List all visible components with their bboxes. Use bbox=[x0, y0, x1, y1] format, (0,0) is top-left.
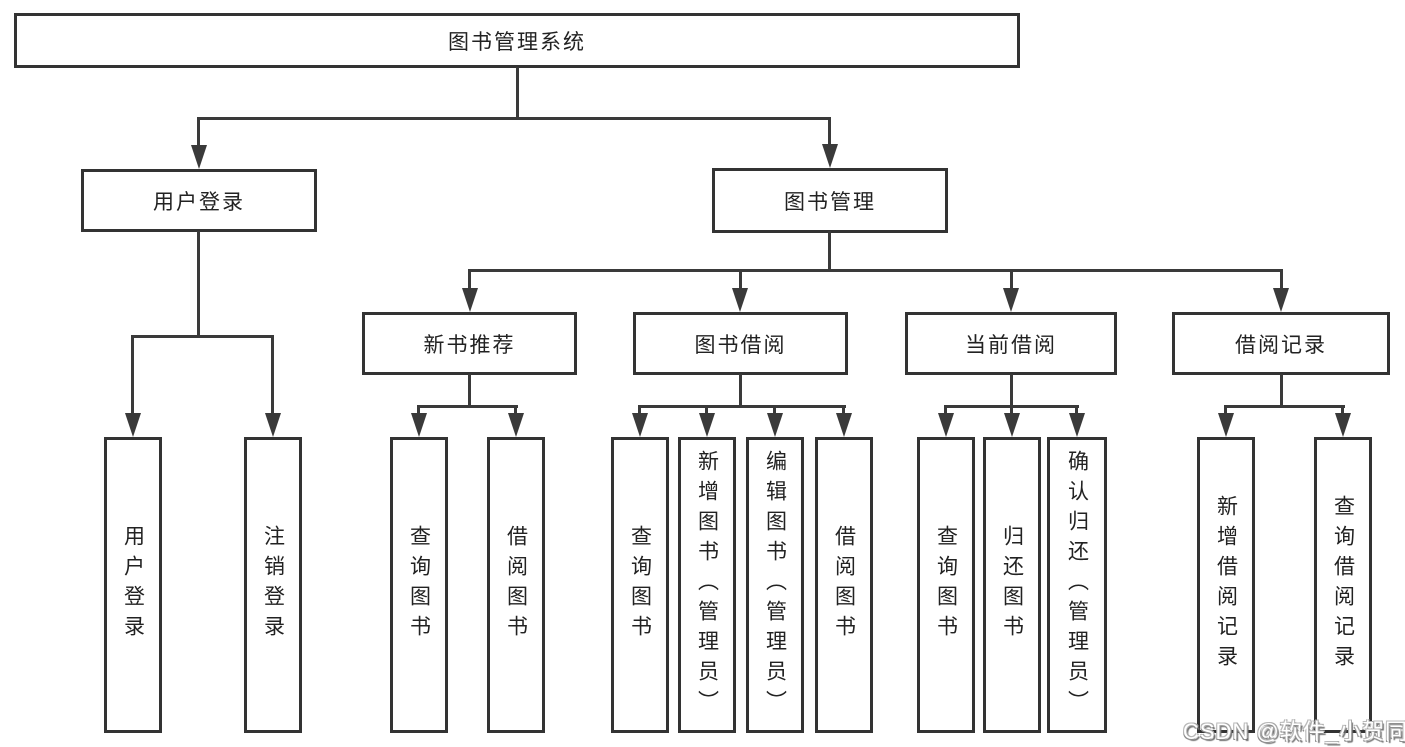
arrowhead-down bbox=[191, 145, 207, 169]
connector-vline bbox=[271, 335, 274, 415]
arrowhead-down bbox=[1004, 413, 1020, 437]
arrowhead-down bbox=[632, 413, 648, 437]
leaf-label: 确认归还（管理员） bbox=[1065, 450, 1089, 720]
arrowhead-down bbox=[508, 413, 524, 437]
connector-vline bbox=[468, 269, 471, 290]
leaf-user-login: 用户登录 bbox=[104, 437, 162, 733]
leaf-query-books-borrow: 查询图书 bbox=[611, 437, 669, 733]
connector-vline bbox=[828, 231, 831, 272]
node-book-borrow: 图书借阅 bbox=[633, 312, 848, 375]
leaf-label: 借阅图书 bbox=[832, 525, 856, 645]
leaf-label: 编辑图书（管理员） bbox=[763, 450, 787, 720]
connector-vline bbox=[739, 269, 742, 290]
connector-vline bbox=[842, 405, 845, 414]
node-new-book-recommend: 新书推荐 bbox=[362, 312, 577, 375]
arrowhead-down bbox=[1069, 413, 1085, 437]
arrowhead-down bbox=[767, 413, 783, 437]
leaf-add-book-admin: 新增图书（管理员） bbox=[678, 437, 736, 733]
connector-vline bbox=[1075, 405, 1078, 414]
connector-hline bbox=[638, 405, 846, 408]
arrowhead-down bbox=[732, 288, 748, 312]
leaf-borrow-books-recommend: 借阅图书 bbox=[487, 437, 545, 733]
connector-vline bbox=[1280, 269, 1283, 290]
leaf-query-books-recommend: 查询图书 bbox=[390, 437, 448, 733]
connector-vline bbox=[131, 335, 134, 415]
connector-vline bbox=[705, 405, 708, 414]
leaf-label: 新增借阅记录 bbox=[1214, 495, 1238, 675]
node-label: 图书管理系统 bbox=[448, 30, 586, 54]
connector-vline bbox=[739, 374, 742, 407]
leaf-label: 借阅图书 bbox=[504, 525, 528, 645]
connector-vline bbox=[1010, 374, 1013, 407]
node-user-login: 用户登录 bbox=[81, 169, 317, 232]
leaf-borrow-books-borrow: 借阅图书 bbox=[815, 437, 873, 733]
node-book-management: 图书管理 bbox=[712, 168, 948, 233]
node-label: 图书管理 bbox=[784, 190, 876, 214]
leaf-return-book: 归还图书 bbox=[983, 437, 1041, 733]
connector-vline bbox=[197, 117, 200, 146]
node-current-borrow: 当前借阅 bbox=[905, 312, 1117, 375]
connector-vline bbox=[516, 67, 519, 119]
arrowhead-down bbox=[125, 413, 141, 437]
leaf-label: 注销登录 bbox=[261, 525, 285, 645]
connector-vline bbox=[828, 117, 831, 145]
connector-vline bbox=[417, 405, 420, 414]
connector-vline bbox=[1280, 374, 1283, 407]
connector-hline bbox=[198, 117, 831, 120]
node-label: 借阅记录 bbox=[1235, 333, 1327, 357]
connector-vline bbox=[197, 231, 200, 338]
arrowhead-down bbox=[938, 413, 954, 437]
arrowhead-down bbox=[265, 413, 281, 437]
node-label: 用户登录 bbox=[153, 190, 245, 214]
leaf-logout: 注销登录 bbox=[244, 437, 302, 733]
leaf-label: 查询借阅记录 bbox=[1331, 495, 1355, 675]
arrowhead-down bbox=[1273, 288, 1289, 312]
csdn-watermark: CSDN @软件_小贺同学 bbox=[1183, 719, 1405, 744]
node-label: 当前借阅 bbox=[965, 333, 1057, 357]
leaf-confirm-return-admin: 确认归还（管理员） bbox=[1047, 437, 1107, 733]
leaf-edit-book-admin: 编辑图书（管理员） bbox=[746, 437, 804, 733]
connector-vline bbox=[638, 405, 641, 414]
leaf-query-borrow-record: 查询借阅记录 bbox=[1314, 437, 1372, 733]
connector-vline bbox=[468, 374, 471, 407]
arrowhead-down bbox=[836, 413, 852, 437]
connector-hline bbox=[1224, 405, 1345, 408]
connector-vline bbox=[944, 405, 947, 414]
leaf-label: 查询图书 bbox=[934, 525, 958, 645]
arrowhead-down bbox=[1003, 288, 1019, 312]
arrowhead-down bbox=[699, 413, 715, 437]
leaf-label: 查询图书 bbox=[407, 525, 431, 645]
arrowhead-down bbox=[1218, 413, 1234, 437]
node-label: 图书借阅 bbox=[694, 333, 787, 357]
arrowhead-down bbox=[1335, 413, 1351, 437]
connector-vline bbox=[1010, 269, 1013, 290]
node-label: 新书推荐 bbox=[423, 333, 516, 357]
connector-hline bbox=[417, 405, 518, 408]
connector-hline bbox=[468, 269, 1282, 272]
connector-vline bbox=[773, 405, 776, 414]
connector-hline bbox=[131, 335, 274, 338]
leaf-query-books-current: 查询图书 bbox=[917, 437, 975, 733]
arrowhead-down bbox=[462, 288, 478, 312]
leaf-label: 归还图书 bbox=[1000, 525, 1024, 645]
leaf-label: 新增图书（管理员） bbox=[695, 450, 719, 720]
arrowhead-down bbox=[822, 144, 838, 168]
connector-vline bbox=[514, 405, 517, 414]
leaf-add-borrow-record: 新增借阅记录 bbox=[1197, 437, 1255, 733]
node-root-system: 图书管理系统 bbox=[14, 13, 1020, 68]
leaf-label: 用户登录 bbox=[121, 525, 145, 645]
connector-vline bbox=[1341, 405, 1344, 414]
arrowhead-down bbox=[411, 413, 427, 437]
leaf-label: 查询图书 bbox=[628, 525, 652, 645]
connector-vline bbox=[1010, 405, 1013, 414]
connector-vline bbox=[1224, 405, 1227, 414]
node-borrow-records: 借阅记录 bbox=[1172, 312, 1390, 375]
